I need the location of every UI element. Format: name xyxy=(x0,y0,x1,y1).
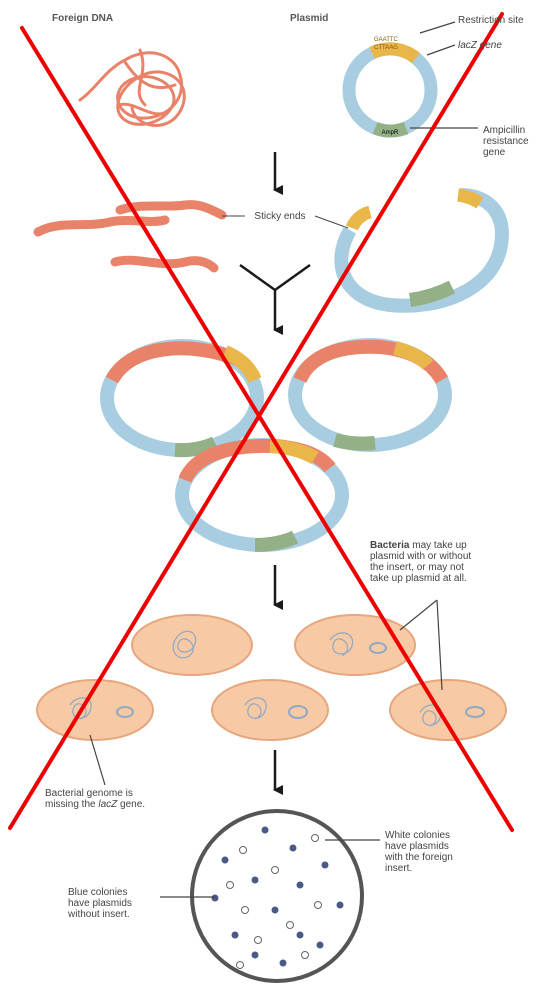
blue-colonies-note: Blue colonies have plasmids without inse… xyxy=(68,887,132,920)
lacz-leader xyxy=(427,45,455,55)
bacterium-5 xyxy=(390,680,506,740)
genome-note-pre: missing the xyxy=(45,799,98,810)
bacteria-note: Bacteria may take up plasmid with or wit… xyxy=(370,540,471,584)
bacteria-note-rest: may take up xyxy=(409,540,466,551)
blue-note-line-3: without insert. xyxy=(68,909,132,920)
blue-note-line-1: Blue colonies xyxy=(68,887,132,898)
ampicillin-line-2: resistance xyxy=(483,136,529,147)
foreign-dna-fragments xyxy=(38,205,222,268)
opened-plasmid xyxy=(341,195,502,306)
genome-note-post: gene. xyxy=(117,799,145,810)
genome-leader xyxy=(90,735,105,785)
merge-arrow xyxy=(240,265,310,290)
recombinant-plasmid-left xyxy=(107,346,257,450)
lacz-gene-label: lacZ gene xyxy=(458,40,502,51)
foreign-dna-heading: Foreign DNA xyxy=(52,13,113,24)
white-note-line-1: White colonies xyxy=(385,830,453,841)
blue-note-line-2: have plasmids xyxy=(68,898,132,909)
sticky-ends-label: Sticky ends xyxy=(254,211,305,222)
plasmid-heading: Plasmid xyxy=(290,13,328,24)
white-note-line-4: insert. xyxy=(385,863,453,874)
restriction-site-leader xyxy=(420,22,455,33)
foreign-dna-tangle xyxy=(80,50,184,125)
petri-dish xyxy=(192,811,362,981)
site-sequence-bottom: CTTAAG xyxy=(374,43,398,54)
bacteria-note-bold: Bacteria xyxy=(370,540,409,551)
white-colonies-note: White colonies have plasmids with the fo… xyxy=(385,830,453,874)
white-note-line-2: have plasmids xyxy=(385,841,453,852)
bacteria-note-line-2: plasmid with or without xyxy=(370,551,471,562)
genome-note-line-1: Bacterial genome is xyxy=(45,788,145,799)
bacteria-note-line-3: the insert, or may not xyxy=(370,562,471,573)
bacteria-group xyxy=(37,615,506,740)
genome-note: Bacterial genome is missing the lacZ gen… xyxy=(45,788,145,810)
genome-note-italic: lacZ xyxy=(98,799,117,810)
genome-note-line-2: missing the lacZ gene. xyxy=(45,799,145,810)
bacterium-4 xyxy=(212,680,328,740)
white-note-line-3: with the foreign xyxy=(385,852,453,863)
restriction-site-label: Restriction site xyxy=(458,15,524,26)
bacteria-note-line-4: take up plasmid at all. xyxy=(370,573,471,584)
ampicillin-line-3: gene xyxy=(483,147,529,158)
plasmid-ring: AmpR xyxy=(349,49,431,136)
sticky-ends-leader-right xyxy=(315,216,348,228)
ampicillin-line-1: Ampicillin xyxy=(483,125,529,136)
lacz-gene-text: lacZ gene xyxy=(458,40,502,51)
ampr-label: AmpR xyxy=(382,130,399,136)
recombinant-plasmid-right xyxy=(295,345,445,445)
bacteria-note-line-1: Bacteria may take up xyxy=(370,540,471,551)
ampicillin-label: Ampicillin resistance gene xyxy=(483,125,529,158)
recombinant-plasmid-bottom xyxy=(182,445,342,545)
